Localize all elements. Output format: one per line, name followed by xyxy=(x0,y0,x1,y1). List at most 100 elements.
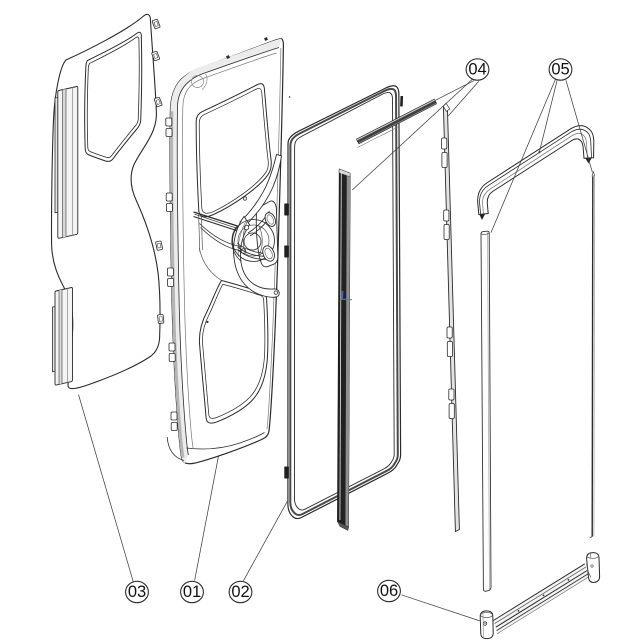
callout-circle-02 xyxy=(228,580,253,604)
lower-panel-inner xyxy=(202,283,266,419)
sill-channel-line xyxy=(495,570,588,628)
frame-clip-icon xyxy=(170,422,178,431)
callout-circle-04 xyxy=(465,58,490,81)
rail-inner-line-2 xyxy=(482,133,588,214)
sill-left-end-cap xyxy=(479,610,494,640)
callout-circle-03 xyxy=(125,580,149,604)
white-strip-body xyxy=(480,230,492,592)
sill-rivet xyxy=(567,579,570,581)
callout-04: 04 xyxy=(465,58,490,81)
left-cap-body xyxy=(479,610,494,640)
callout-circle-01 xyxy=(180,580,204,604)
diagonal-strip-highlight xyxy=(356,99,435,141)
diagonal-strip-body xyxy=(355,98,438,145)
window-aperture-inner xyxy=(198,88,269,214)
edge-clip-inner xyxy=(155,99,161,105)
left-cap-screw-dot xyxy=(484,623,486,624)
frame-clip-icon xyxy=(165,117,173,127)
lock-hub-outer-arc xyxy=(231,226,242,262)
strip-clip-icon xyxy=(448,388,455,401)
callout-05: 05 xyxy=(548,58,573,81)
callout-label-05: 05 xyxy=(551,61,569,79)
inner-left-curve xyxy=(198,247,222,281)
lock-hub-core xyxy=(243,232,262,251)
callout-circle-05 xyxy=(548,58,573,81)
leader-line-05c xyxy=(565,80,593,173)
lock-mechanism xyxy=(199,153,283,298)
edge-clip-inner xyxy=(153,53,159,59)
clip-strip-body xyxy=(442,105,460,533)
frame-edge-clips xyxy=(165,117,178,431)
hinge-rail-body xyxy=(57,86,79,239)
strip-clip-icon xyxy=(443,209,450,222)
white-strip-shade xyxy=(487,232,490,590)
rail-inner-line-1 xyxy=(479,128,592,215)
part-06-bottom-sill xyxy=(479,552,601,640)
sill-channel-line xyxy=(496,573,589,631)
edge-clip-inner xyxy=(158,316,163,322)
lock-arm-inner-line xyxy=(237,219,247,257)
dark-strip-bottom-tip xyxy=(336,521,349,531)
sill-bottom-line xyxy=(193,215,239,232)
frame-clip-icon xyxy=(165,128,173,137)
frame-clip-icon xyxy=(165,203,173,212)
seal-stub xyxy=(400,95,404,107)
right-cap-flare xyxy=(586,558,592,578)
strip-clip-icon xyxy=(446,326,453,339)
left-cap-top-ellipse xyxy=(480,612,493,618)
leader-dot-05a xyxy=(538,151,541,154)
hinge-rail-bottom xyxy=(52,287,73,386)
diagonal-strip-shadow xyxy=(357,126,399,148)
lock-handle-hole xyxy=(262,245,275,262)
callouts: 01 02 03 04 05 06 xyxy=(125,58,573,604)
lock-hub-outer xyxy=(232,219,275,262)
top-screw-icon xyxy=(226,55,230,59)
hinge-rail-body xyxy=(54,287,73,386)
window-aperture-outer xyxy=(195,83,272,218)
rail-left-tip-mark xyxy=(479,214,485,220)
seal-tab xyxy=(284,245,289,258)
leader-line-02 xyxy=(243,501,288,581)
frame-inner-left-lines xyxy=(198,212,222,281)
white-strip-top-cap xyxy=(480,232,490,235)
right-strip-line-dark xyxy=(591,176,594,537)
part-05-side-trim-right xyxy=(589,170,595,538)
part-05-side-trim-left xyxy=(480,230,492,592)
sill-rivet xyxy=(517,610,520,612)
callout-circle-06 xyxy=(377,579,401,603)
frame-clip-icon xyxy=(168,353,176,362)
right-strip-top-tip xyxy=(591,170,595,177)
strip-clip-icon xyxy=(446,341,453,357)
sill-rivet xyxy=(542,594,545,597)
frame-clip-icon xyxy=(170,411,178,421)
rail-tube-band xyxy=(477,125,595,216)
callout-02: 02 xyxy=(228,580,253,604)
sill-right-end-cap xyxy=(586,552,601,583)
hinge-rail-groove xyxy=(62,88,66,238)
leader-line-04c xyxy=(447,80,480,117)
leader-line-05b xyxy=(490,79,556,233)
leader-line-06 xyxy=(401,594,480,622)
callout-label-01: 01 xyxy=(183,583,201,601)
right-strip-bottom-curl xyxy=(589,536,593,538)
right-cap-top-ellipse xyxy=(586,552,600,559)
window-cutout-inner xyxy=(86,36,140,158)
callout-label-06: 06 xyxy=(380,582,398,600)
frame-bottom-band-inner xyxy=(186,432,265,450)
part-04-clip-strip xyxy=(441,102,460,533)
window-cutout-outer xyxy=(84,31,143,162)
lock-arm-lower xyxy=(233,215,280,298)
callout-label-03: 03 xyxy=(128,583,146,601)
part-05-top-rail xyxy=(477,125,595,220)
part-01-door-frame xyxy=(165,37,285,465)
seal-tab xyxy=(284,203,289,216)
panel-drain-dot xyxy=(206,320,209,324)
cable-line xyxy=(199,223,242,247)
strip-clips xyxy=(441,137,455,419)
callout-label-02: 02 xyxy=(231,583,249,601)
leader-line-03 xyxy=(78,394,134,582)
dark-strip-highlight xyxy=(339,170,342,521)
sill-channel-line xyxy=(496,576,589,635)
strip-clip-icon xyxy=(448,403,455,419)
